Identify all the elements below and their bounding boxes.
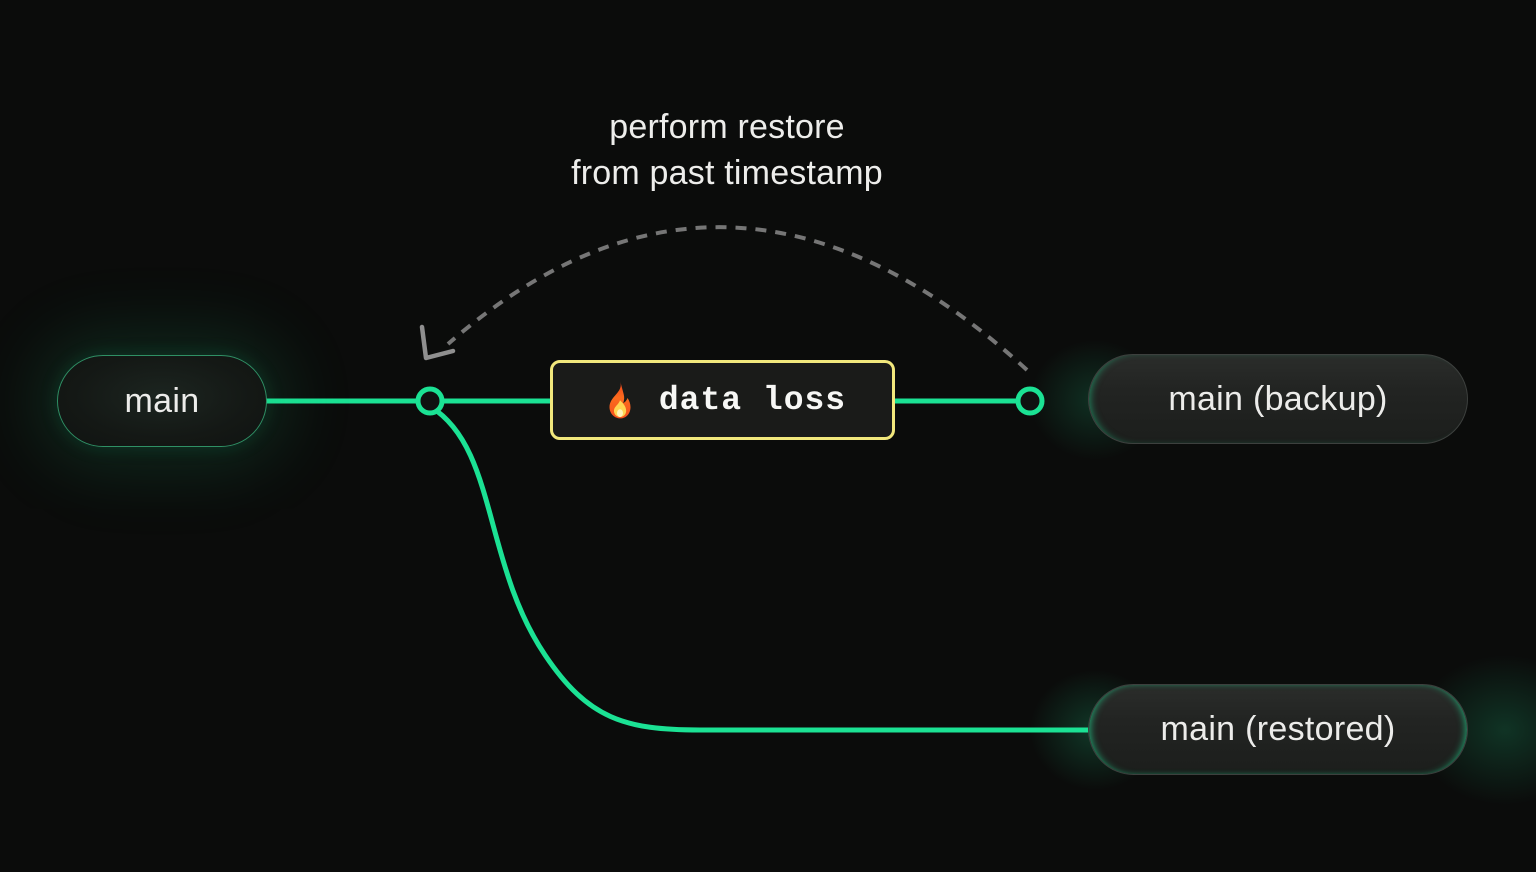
node-main-label: main [124, 381, 200, 420]
node-main-restored-label: main (restored) [1160, 710, 1396, 748]
node-main-backup-label: main (backup) [1168, 379, 1388, 418]
data-loss-box: data loss [550, 360, 895, 440]
backup-point-circle [1015, 386, 1045, 416]
fire-icon [609, 381, 631, 419]
node-main-restored: main (restored) [1088, 684, 1468, 775]
restore-arc-dashed [446, 225, 1029, 372]
branch-point-circle [415, 386, 445, 416]
node-main-backup: main (backup) [1088, 354, 1468, 444]
node-main: main [57, 355, 267, 447]
restore-caption-line2: from past timestamp [571, 154, 883, 192]
arrow-head-icon [419, 324, 456, 361]
restore-caption-line1: perform restore [609, 108, 845, 146]
restored-branch-curve [429, 404, 1089, 733]
data-loss-label: data loss [658, 381, 847, 419]
restore-caption: perform restore from past timestamp [427, 104, 1027, 196]
